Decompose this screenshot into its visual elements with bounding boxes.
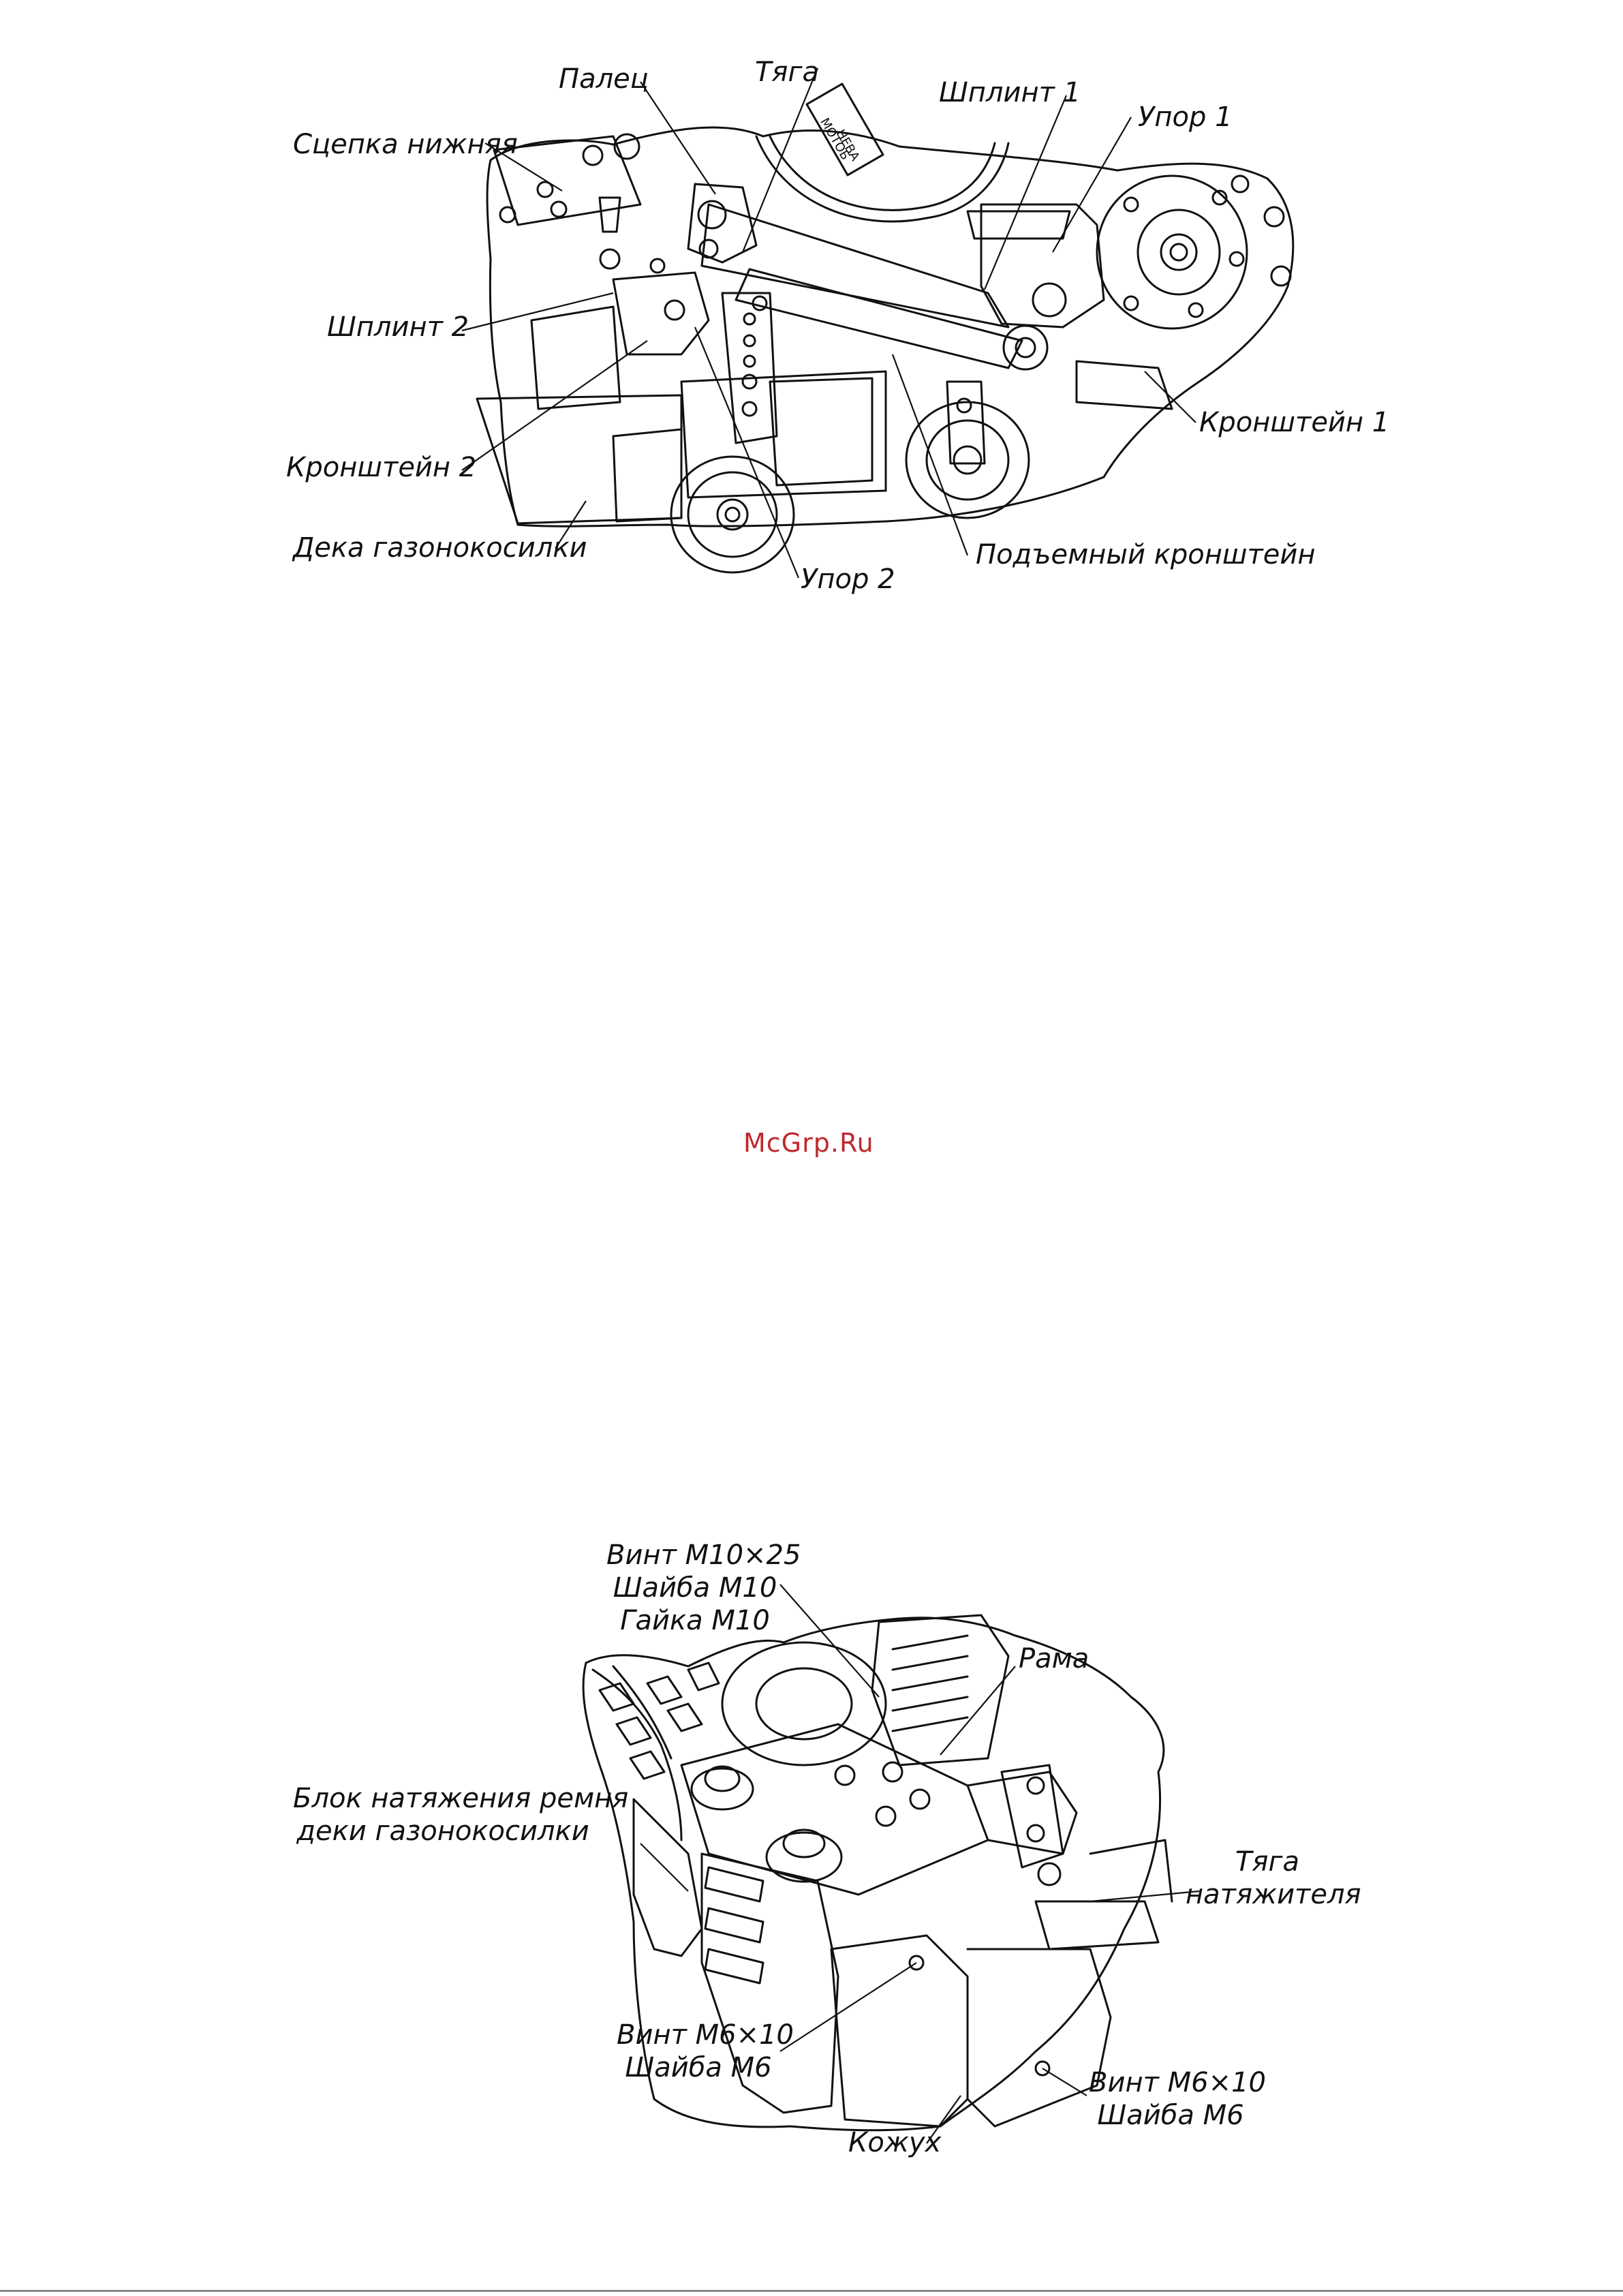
leader-vint-m10	[780, 1585, 879, 1697]
label-vint-m6-right-line2: Шайба М6	[1089, 2099, 1252, 2132]
label-kozhukh: Кожух	[848, 2126, 941, 2159]
label-vint-m10-line2: Шайба М10	[606, 1572, 784, 1604]
label-vint-m6-left-group: Винт М6×10 Шайба М6	[617, 2019, 780, 2084]
label-vint-m10-line1: Винт М10×25	[606, 1539, 784, 1572]
label-tyaga-natyazhitelya-line2: натяжителя	[1186, 1878, 1349, 1911]
watermark: McGrp.Ru	[743, 1128, 874, 1158]
label-vint-m6-left-line2: Шайба М6	[617, 2051, 780, 2084]
label-tyaga-natyazhitelya-line1: Тяга	[1186, 1846, 1349, 1878]
label-deka: Дека газонокосилки	[293, 532, 587, 564]
bottom-rule	[0, 2290, 1623, 2292]
label-blok-line2: деки газонокосилки	[293, 1815, 593, 1848]
label-tyaga: Тяга	[755, 56, 819, 89]
label-stsepka: Сцепка нижняя	[293, 128, 518, 161]
leader-tyaga-natyazhitelya	[1090, 1891, 1199, 1901]
leader-vint-m6-left	[780, 1963, 916, 2051]
label-shplint1: Шплинт 1	[939, 76, 1081, 109]
label-tyaga-natyazhitelya-group: Тяга натяжителя	[1186, 1846, 1349, 1911]
leader-blok	[640, 1843, 688, 1891]
label-blok-line1: Блок натяжения ремня	[293, 1782, 593, 1815]
label-kronshtein2: Кронштейн 2	[286, 451, 476, 484]
label-blok-group: Блок натяжения ремня деки газонокосилки	[293, 1782, 593, 1848]
label-palets: Палец	[559, 63, 649, 95]
label-kronshtein1: Кронштейн 1	[1199, 406, 1389, 439]
label-upor1: Упор 1	[1138, 101, 1233, 134]
label-vint-m6-left-line1: Винт М6×10	[617, 2019, 780, 2051]
label-upor2: Упор 2	[801, 563, 895, 596]
label-vint-m6-right-line1: Винт М6×10	[1089, 2066, 1252, 2099]
label-vint-m6-right-group: Винт М6×10 Шайба М6	[1089, 2066, 1252, 2132]
leader-vint-m6-right	[1042, 2068, 1087, 2096]
label-vint-m10-line3: Гайка М10	[606, 1604, 784, 1637]
label-podyemny: Подъемный кронштейн	[976, 538, 1316, 571]
label-rama: Рама	[1019, 1642, 1089, 1675]
label-shplint2: Шплинт 2	[327, 311, 469, 343]
label-vint-m10-group: Винт М10×25 Шайба М10 Гайка М10	[606, 1539, 784, 1637]
